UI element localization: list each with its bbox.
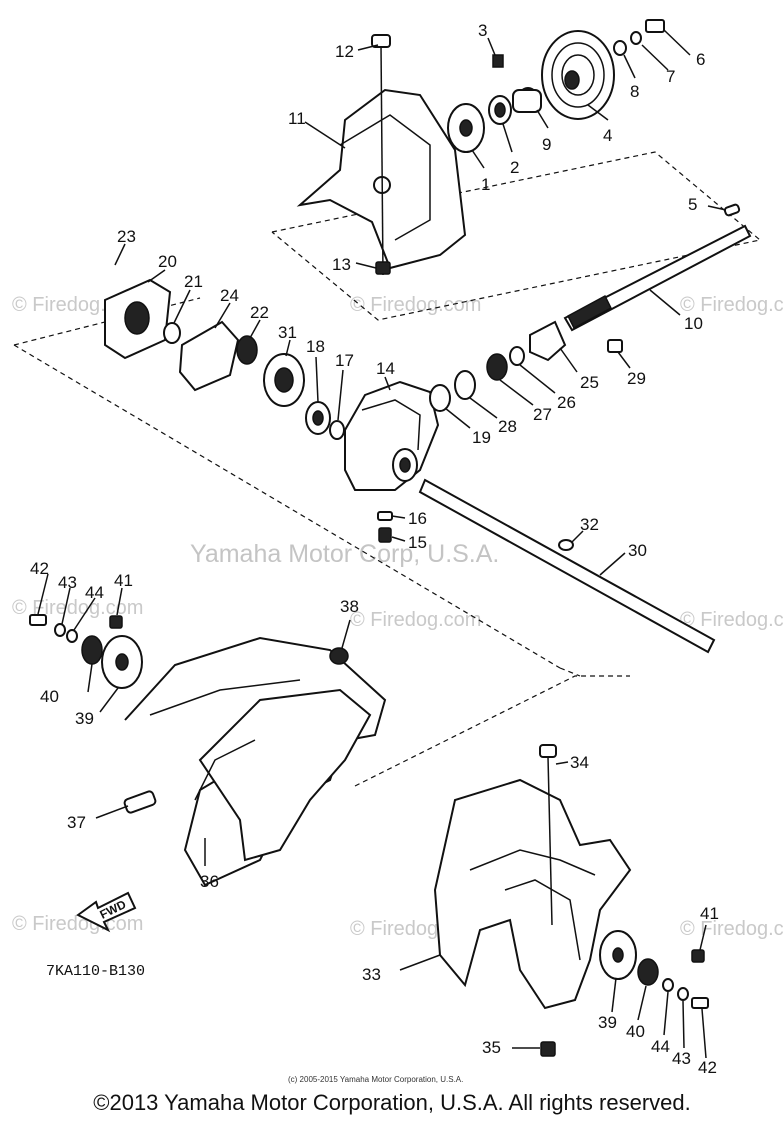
watermark-firedog: © Firedog.com <box>12 913 143 935</box>
callout-30: 30 <box>628 541 647 560</box>
left-hub-parts <box>29 614 143 689</box>
auger-left <box>123 636 387 887</box>
callout-36: 36 <box>200 872 219 891</box>
auger-right <box>433 744 632 1057</box>
callout-32: 32 <box>580 515 599 534</box>
callout-11: 11 <box>288 109 306 128</box>
callout-5: 5 <box>688 195 697 214</box>
callout-28: 28 <box>498 417 517 436</box>
right-hub-parts <box>599 930 709 1009</box>
callout-43-right: 43 <box>672 1049 691 1068</box>
callout-40: 40 <box>40 687 59 706</box>
callout-31: 31 <box>278 323 297 342</box>
upper-group-outline <box>271 151 762 321</box>
callouts: 12 11 3 1 2 9 4 8 7 6 5 10 13 23 20 21 2… <box>30 21 719 1077</box>
lower-group-outline <box>354 675 630 787</box>
callout-39-right: 39 <box>598 1013 617 1032</box>
callout-40-right: 40 <box>626 1022 645 1041</box>
worm-shaft <box>563 203 752 332</box>
middle-group-outline-bottom <box>13 344 561 669</box>
callout-3: 3 <box>478 21 487 40</box>
callout-37: 37 <box>67 813 86 832</box>
watermark-firedog: © Firedog.com <box>12 597 143 619</box>
callout-41: 41 <box>114 571 133 590</box>
diagram-code: 7KA110-B130 <box>46 963 145 980</box>
callout-10: 10 <box>684 314 703 333</box>
watermark-firedog: © Firedog.com <box>350 294 481 316</box>
callout-6: 6 <box>696 50 705 69</box>
watermark-firedog: © Firedog.com <box>680 918 784 940</box>
callout-44: 44 <box>85 583 104 602</box>
callout-27: 27 <box>533 405 552 424</box>
callout-26: 26 <box>557 393 576 412</box>
callout-33: 33 <box>362 965 381 984</box>
callout-34: 34 <box>570 753 589 772</box>
callout-21: 21 <box>184 272 203 291</box>
drive-shaft <box>418 478 716 654</box>
middle-group-outline-left <box>13 297 201 346</box>
callout-15: 15 <box>408 533 427 552</box>
callout-24: 24 <box>220 286 239 305</box>
callout-12: 12 <box>335 42 354 61</box>
callout-17: 17 <box>335 351 354 370</box>
pulley <box>541 19 665 120</box>
callout-20: 20 <box>158 252 177 271</box>
callout-39: 39 <box>75 709 94 728</box>
callout-4: 4 <box>603 126 612 145</box>
gear-train-parts <box>104 278 345 440</box>
callout-19: 19 <box>472 428 491 447</box>
watermark-firedog: © Firedog.com <box>350 609 481 631</box>
callout-2: 2 <box>510 158 519 177</box>
callout-8: 8 <box>630 82 639 101</box>
small-copyright: (c) 2005-2015 Yamaha Motor Corporation, … <box>288 1075 463 1084</box>
callout-1: 1 <box>481 175 490 194</box>
callout-18: 18 <box>306 337 325 356</box>
callout-29: 29 <box>627 369 646 388</box>
callout-9: 9 <box>542 135 551 154</box>
callout-22: 22 <box>250 303 269 322</box>
callout-41-right: 41 <box>700 904 719 923</box>
watermark-firedog: © Firedog.com <box>680 609 784 631</box>
callout-23: 23 <box>117 227 136 246</box>
bearing-housing-parts <box>447 54 542 153</box>
callout-43: 43 <box>58 573 77 592</box>
callout-35: 35 <box>482 1038 501 1057</box>
gear-case-cover <box>296 34 467 276</box>
group-outlines <box>13 151 762 787</box>
callout-38: 38 <box>340 597 359 616</box>
right-side-bearings <box>429 320 623 412</box>
leader-lines <box>37 29 727 1059</box>
callout-25: 25 <box>580 373 599 392</box>
gear-case <box>344 380 440 491</box>
callout-14: 14 <box>376 359 395 378</box>
callout-7: 7 <box>666 67 675 86</box>
footer-copyright: ©2013 Yamaha Motor Corporation, U.S.A. A… <box>93 1090 691 1115</box>
middle-group-outline-end <box>559 667 581 677</box>
callout-44-right: 44 <box>651 1037 670 1056</box>
callout-13: 13 <box>332 255 351 274</box>
callout-42: 42 <box>30 559 49 578</box>
watermark-firedog: © Firedog.com <box>680 294 784 316</box>
callout-16: 16 <box>408 509 427 528</box>
watermark-yamaha: Yamaha Motor Corp, U.S.A. <box>190 540 499 568</box>
callout-42-right: 42 <box>698 1058 717 1077</box>
